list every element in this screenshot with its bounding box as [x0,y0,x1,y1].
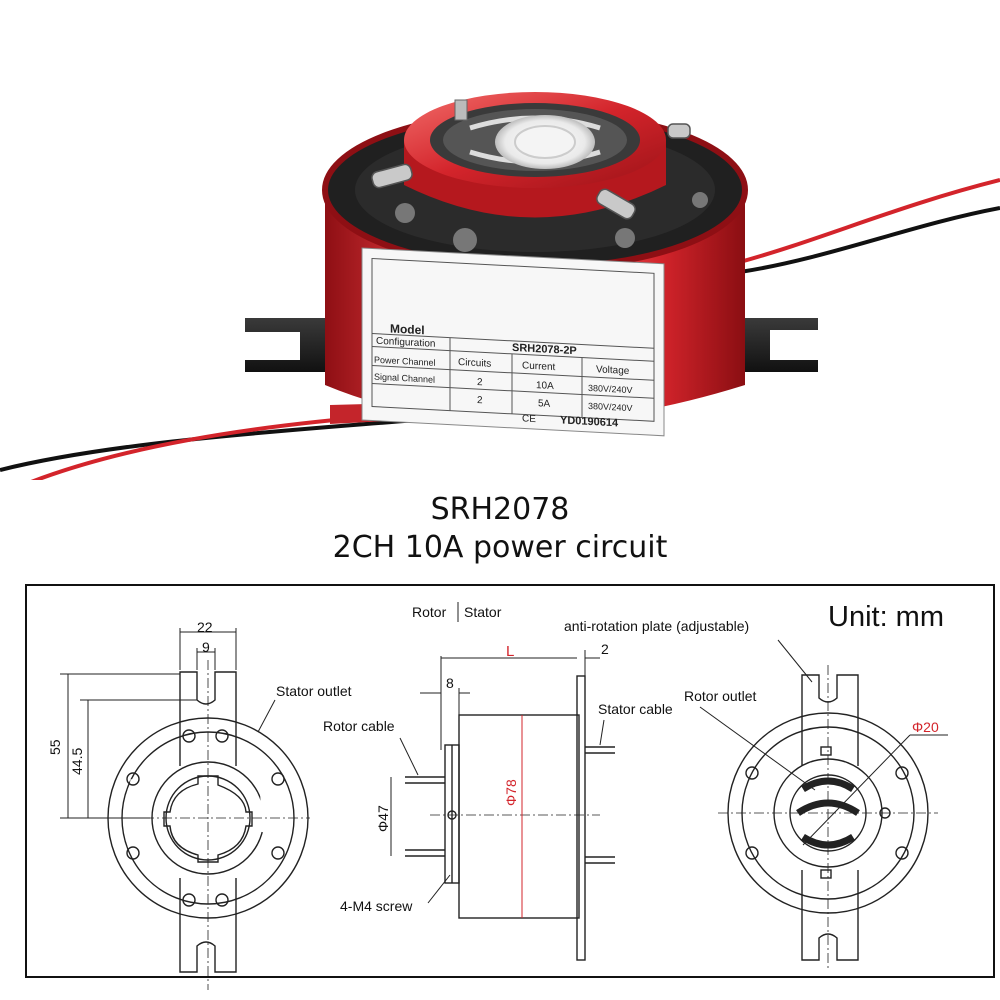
dim-2: 2 [601,641,609,657]
wire-red-right [739,178,1000,264]
rotor-cable-label: Rotor cable [323,718,395,734]
label-power-circuits: 2 [477,377,483,388]
label-col-circuits: Circuits [458,357,491,370]
screw-right [596,188,636,220]
screw-top [667,123,691,139]
label-serial: YD0190614 [560,414,619,429]
stator-outlet-label: Stator outlet [276,683,352,699]
label-col-voltage: Voltage [596,364,630,377]
dimension-lines-side [390,650,600,856]
side-flange [576,675,586,961]
label-col-current: Current [522,360,556,373]
rotor-outlet-leader [699,706,816,791]
label-ce: CE [522,413,536,425]
screw-label: 4-M4 screw [340,898,413,914]
label-signal-channel: Signal Channel [374,372,435,385]
dim-55: 55 [47,739,63,755]
caption-subtitle: 2CH 10A power circuit [332,530,668,565]
rotor-label: Rotor [412,604,447,620]
wire-black-left [0,416,441,472]
label-model-header: Model [390,321,425,337]
label-signal-voltage: 380V/240V [588,401,633,413]
screw-post [454,99,468,121]
rotor-outlet-label: Rotor outlet [684,688,756,704]
stator-label: Stator [464,604,502,620]
label-signal-circuits: 2 [477,395,483,406]
label-signal-current: 5A [538,398,551,410]
spec-label: Model SRH2078-2P Configuration Circuits … [361,247,665,437]
unit-label: Unit: mm [828,601,944,633]
caption-model: SRH2078 [430,492,570,527]
label-configuration: Configuration [376,336,435,350]
rotor-cable-leader [399,737,419,776]
label-power-channel: Power Channel [374,355,436,368]
screw-leader [427,874,451,904]
side-view [405,675,615,961]
rotor-end-view [718,665,938,970]
label-power-voltage: 380V/240V [588,383,633,395]
dim-L: L [506,643,514,660]
label-power-current: 10A [536,380,554,392]
screw-left [371,163,413,189]
wire-black-right [739,206,1000,274]
stator-cable-leader [599,719,605,746]
dim-22: 22 [197,619,213,635]
mounting-tab-right [745,318,818,372]
stator-cable-label: Stator cable [598,701,673,717]
dim-8: 8 [446,675,454,691]
dim-9: 9 [202,639,210,655]
dim-44-5: 44.5 [69,748,85,775]
dimension-lines-left [60,628,237,819]
stator-outlet-leader [257,699,276,733]
product-photo: Model SRH2078-2P Configuration Circuits … [0,92,1000,480]
anti-rotation-label: anti-rotation plate (adjustable) [564,618,749,634]
phi20-leader [802,734,911,846]
technical-drawing: Unit: mm [25,584,995,990]
label-model-value: SRH2078-2P [512,342,577,357]
dim-phi78: Φ78 [503,779,519,806]
dim-phi20: Φ20 [912,719,939,735]
mounting-tab-left [245,318,345,372]
dim-phi47: Φ47 [375,805,391,832]
